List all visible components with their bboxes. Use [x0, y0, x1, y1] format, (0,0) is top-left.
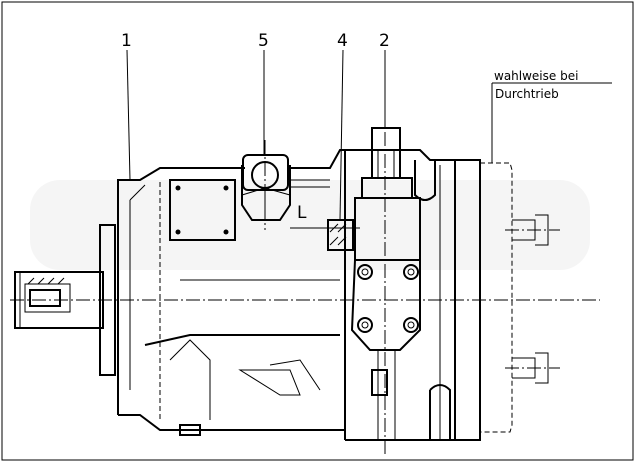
cover-plate	[169, 179, 236, 241]
control-valve	[350, 127, 421, 440]
callout-2: 2	[379, 31, 390, 51]
pump-housing	[117, 149, 346, 440]
port-L-label: L	[297, 203, 307, 223]
note-line-2: Durchtrieb	[495, 87, 559, 101]
callout-4: 4	[337, 31, 348, 51]
drive-shaft	[14, 271, 104, 329]
through-drive-flange	[480, 162, 560, 433]
note-line-1: wahlweise bei	[494, 69, 578, 83]
mounting-flange	[99, 224, 116, 376]
rear-housing	[345, 149, 481, 441]
callout-5: 5	[258, 31, 269, 51]
port-fitting	[241, 154, 360, 229]
leader-lines	[126, 49, 612, 221]
callout-1: 1	[121, 31, 132, 51]
